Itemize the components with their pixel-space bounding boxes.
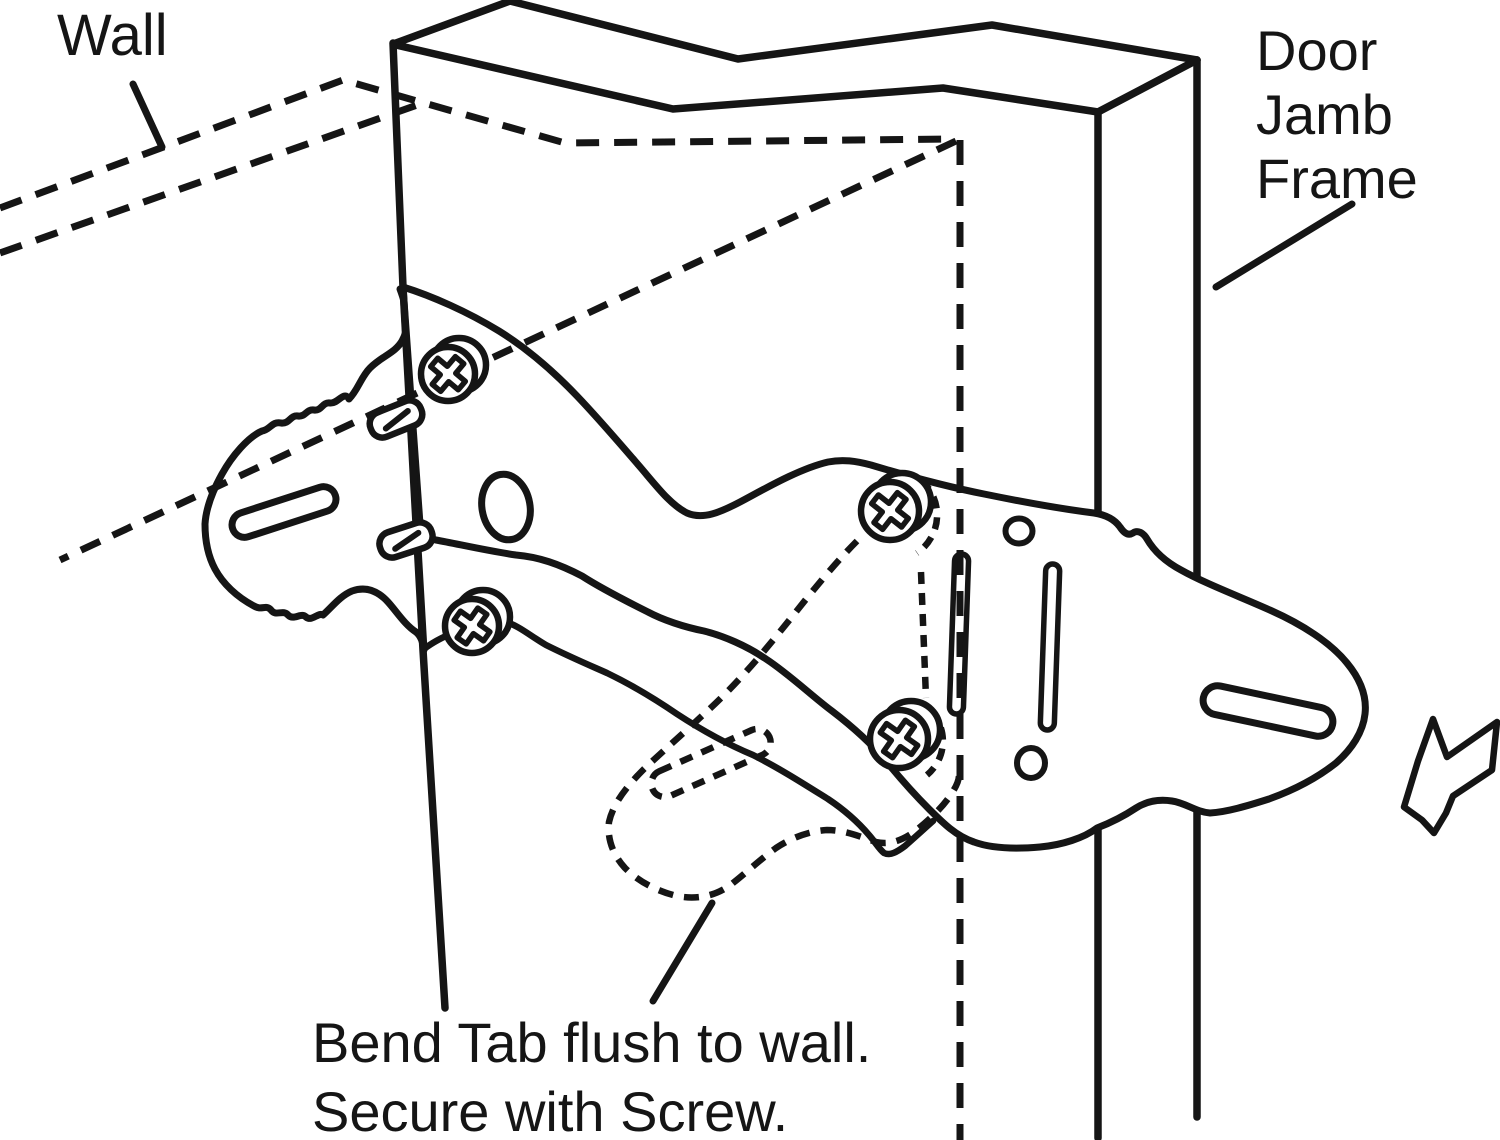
wall-dashed-outline bbox=[0, 76, 964, 1140]
bracket-holes bbox=[228, 470, 1337, 781]
frame-front-left-corner-edge bbox=[389, 39, 449, 1012]
wall-leader-line bbox=[129, 80, 166, 151]
frame-top-outline bbox=[389, 0, 1201, 1012]
right-end-slot bbox=[1199, 682, 1337, 740]
direction-arrow-icon bbox=[1400, 715, 1500, 837]
door-jamb-label-line2: Jamb bbox=[1256, 83, 1393, 146]
screw-icon bbox=[417, 334, 490, 405]
door-jamb-label-line3: Frame bbox=[1256, 147, 1418, 210]
screw-icon bbox=[857, 469, 935, 544]
screws bbox=[417, 334, 944, 772]
bend-tab-dashed-body bbox=[605, 538, 963, 901]
fold-keyhole-tabs bbox=[366, 397, 436, 561]
wall-label: Wall bbox=[57, 3, 168, 68]
frame-left-end-top-edge bbox=[392, 0, 514, 47]
frame-front-top-edge bbox=[392, 41, 1102, 116]
screw-icon bbox=[866, 697, 944, 772]
bracket-left-wall-tab bbox=[201, 285, 428, 654]
door-jamb-leader-line bbox=[1212, 200, 1356, 291]
plate-round-hole-top bbox=[1002, 515, 1036, 547]
bend-note-line1: Bend Tab flush to wall. bbox=[312, 1011, 871, 1074]
plate-vertical-slot-right bbox=[1037, 561, 1063, 733]
bracket-main-plate bbox=[399, 283, 1369, 852]
keyhole-tab-icon bbox=[366, 397, 426, 441]
frame-right-end-top-edge bbox=[1094, 56, 1201, 116]
keyhole-tab-icon bbox=[376, 519, 436, 561]
plate-oval-hole bbox=[478, 470, 534, 544]
screw-icon bbox=[441, 586, 514, 657]
bend-tab-dashed-slot bbox=[648, 725, 774, 801]
bend-tab-dashed-connector bbox=[917, 571, 930, 699]
leader-lines bbox=[129, 80, 1356, 1005]
left-tab-slot bbox=[228, 483, 340, 541]
frame-back-top-edge bbox=[506, 0, 1201, 64]
bend-tab-leader-line bbox=[649, 899, 716, 1005]
plate-round-hole-bottom bbox=[1014, 745, 1048, 781]
plate-vertical-slot-left bbox=[946, 551, 972, 717]
door-jamb-label-line1: Door bbox=[1256, 19, 1377, 82]
bend-note-line2: Secure with Screw. bbox=[312, 1080, 788, 1140]
wall-corner-diagonal-dashed bbox=[58, 137, 958, 564]
